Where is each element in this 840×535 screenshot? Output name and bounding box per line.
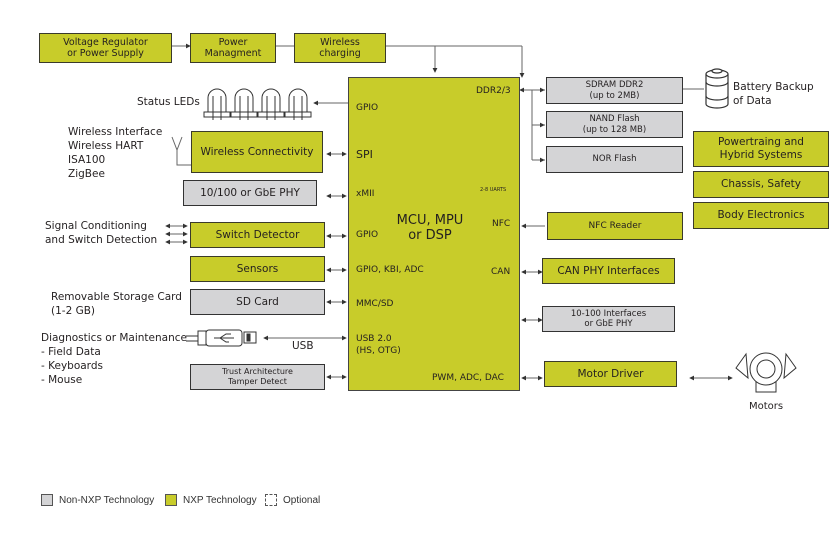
gbe-phy-box: 10/100 or GbE PHY: [183, 180, 321, 210]
battery-backup-label: Battery Backup of Data: [733, 81, 814, 107]
sensors-box: Sensors: [190, 256, 325, 282]
diagnostics-label-line: - Keyboards: [41, 360, 103, 372]
mcu-port-xmii: xMII: [356, 189, 375, 199]
usb-stick-icon: [186, 329, 257, 347]
ethernet-phy-box: 10-100 Interfaces or GbE PHY: [542, 306, 679, 336]
mcu-title: MCU, MPU or DSP: [396, 213, 464, 243]
legend-label: NXP Technology: [183, 494, 257, 506]
diagnostics-label: Diagnostics or Maintenance - Field Data …: [41, 331, 187, 387]
optional-swatch: [265, 494, 277, 506]
mcu-port-nfc: NFC: [492, 219, 511, 229]
voltage-regulator-box: Voltage Regulator or Power Supply: [39, 33, 172, 63]
signal-conditioning-label: Signal Conditioning and Switch Detection: [45, 220, 158, 246]
led-icon: [284, 88, 312, 120]
nfc-reader-box: NFC Reader: [547, 212, 683, 240]
nor-flash-box: NOR Flash: [546, 146, 683, 173]
mcu-port-spi: SPI: [356, 148, 373, 161]
application-chassis-safety: Chassis, Safety: [693, 171, 829, 198]
non-nxp-swatch: [41, 494, 53, 506]
motor-driver-box: Motor Driver: [544, 361, 681, 391]
status-leds-label: Status LEDs: [137, 96, 200, 108]
switch-detector-box: Switch Detector: [190, 222, 325, 248]
mcu-port-can: CAN: [491, 267, 511, 277]
mcu-port-pwm: PWM, ADC, DAC: [432, 373, 504, 383]
sdram-box: SDRAM DDR2 (up to 2MB): [546, 77, 683, 104]
legend-non-nxp: Non-NXP Technology: [41, 494, 154, 506]
application-body-electronics: Body Electronics: [693, 202, 829, 229]
legend-optional: Optional: [265, 494, 320, 506]
mcu-port-ddr: DDR2/3: [476, 86, 511, 96]
legend-label: Non-NXP Technology: [59, 494, 155, 506]
diagnostics-label-line: - Mouse: [41, 374, 83, 386]
led-icon: [257, 88, 285, 120]
status-led-icons: [203, 88, 312, 120]
nxp-swatch: [165, 494, 177, 506]
legend-nxp: NXP Technology: [165, 494, 257, 506]
mcu-port-uarts: 2-8 UARTS: [480, 187, 507, 193]
usb-label: USB: [292, 340, 314, 352]
mcu-block: [348, 77, 520, 391]
power-management-box: Power Managment: [190, 33, 276, 63]
can-phy-box: CAN PHY Interfaces: [542, 258, 679, 288]
wireless-charging-box: Wireless charging: [294, 33, 386, 63]
wireless-label-line: ISA100: [68, 154, 106, 166]
wireless-label-line: ZigBee: [68, 168, 105, 180]
mcu-port-mmc-sd: MMC/SD: [356, 299, 394, 309]
diagnostics-label-line: Diagnostics or Maintenance: [41, 332, 187, 344]
application-powertrain: Powertraing and Hybrid Systems: [693, 131, 829, 167]
motor-icon: [735, 352, 797, 393]
mcu-port-usb: USB 2.0 (HS, OTG): [356, 334, 401, 357]
wireless-interface-label: Wireless Interface Wireless HART ISA100 …: [68, 125, 162, 181]
mcu-port-gpio-kbi-adc: GPIO, KBI, ADC: [356, 265, 424, 275]
mcu-port-gpio-2: GPIO: [356, 230, 379, 240]
mcu-port-gpio: GPIO: [356, 103, 379, 113]
motors-label: Motors: [749, 401, 784, 412]
nand-flash-box: NAND Flash (up to 128 MB): [546, 111, 683, 138]
diagnostics-label-line: - Field Data: [41, 346, 101, 358]
wireless-label-line: Wireless HART: [68, 140, 144, 152]
battery-icon: [705, 68, 729, 109]
antenna-icon: [171, 136, 192, 166]
storage-card-label: Removable Storage Card (1-2 GB): [51, 291, 182, 317]
led-icon: [230, 88, 258, 120]
legend-label: Optional: [283, 494, 321, 506]
sd-card-box: SD Card: [190, 289, 325, 315]
led-icon: [203, 88, 231, 120]
wireless-connectivity-box: Wireless Connectivity: [191, 131, 323, 173]
wireless-label-line: Wireless Interface: [68, 126, 163, 138]
trust-architecture-box: Trust Architecture Tamper Detect: [190, 364, 325, 390]
